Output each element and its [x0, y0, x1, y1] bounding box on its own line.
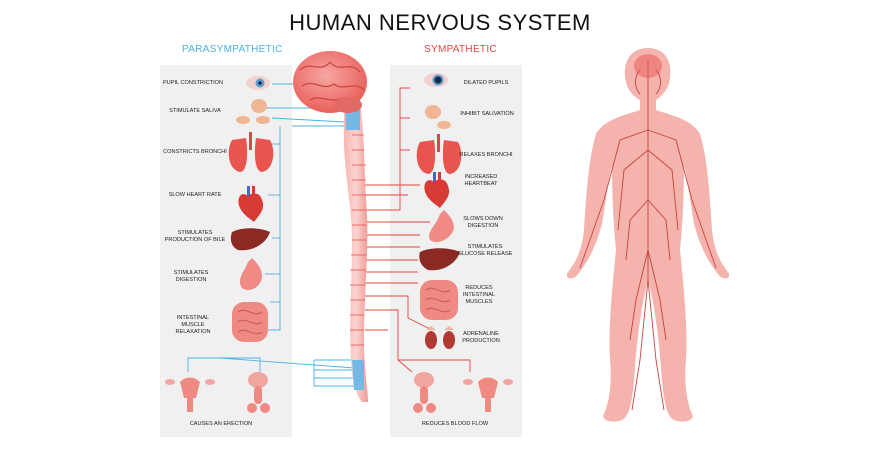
liver-icon-right [419, 248, 460, 271]
heart-icon-right [424, 172, 450, 208]
male-reproductive-icon-left [247, 372, 270, 413]
female-reproductive-icon-left [165, 377, 215, 412]
symp-label-slows-digestion: SLOWS DOWN DIGESTION [463, 216, 503, 229]
intestines-icon-left [232, 302, 268, 342]
parasympathetic-nerve-lines [187, 83, 356, 387]
spinal-cord [343, 102, 368, 402]
male-reproductive-icon-right [413, 372, 436, 413]
salivary-gland-icon-left [236, 99, 270, 124]
symp-label-relaxes-bronchi: RELAXES BRONCHI [459, 152, 513, 158]
para-label-causes-erection: CAUSES AN ERECTION [189, 421, 253, 427]
para-label-slow-heart-rate: SLOW HEART RATE [168, 192, 222, 198]
sympathetic-heading: SYMPATHETIC [424, 44, 497, 55]
liver-icon-left [230, 228, 270, 251]
para-label-stimulate-saliva: STIMULATE SALIVA [169, 108, 221, 114]
parasympathetic-panel [160, 65, 292, 437]
symp-label-glucose-release: STIMULATES GLUCOSE RELEASE [457, 244, 513, 257]
human-body-figure [566, 48, 730, 422]
lungs-icon-left [228, 132, 274, 172]
brain-icon [293, 51, 367, 113]
sympathetic-nerve-lines [365, 87, 471, 373]
heart-icon-left [238, 186, 264, 222]
intestines-icon-right [420, 280, 458, 320]
symp-label-adrenaline-production: ADRENALINE PRODUCTION [462, 331, 500, 344]
eye-icon-right [424, 73, 448, 87]
para-label-production-of-bile: STIMULATES PRODUCTION OF BILE [164, 230, 226, 243]
symp-label-reduces-intestinal: REDUCES INTESTINAL MUSCLES [462, 285, 496, 305]
adrenal-kidney-icon-right [425, 326, 455, 349]
symp-label-inhibit-salivation: INHIBIT SALIVATION [460, 111, 514, 117]
lungs-icon-right [416, 134, 462, 174]
para-label-constricts-bronchi: CONSTRICTS BRONCHI [163, 149, 227, 155]
stomach-icon-left [239, 258, 262, 291]
salivary-gland-icon-right [425, 105, 451, 129]
symp-label-reduces-blood-flow: REDUCES BLOOD FLOW [421, 421, 489, 427]
parasympathetic-heading: PARASYMPATHETIC [182, 44, 283, 55]
eye-icon-left [246, 76, 270, 90]
para-label-stimulates-digestion: STIMULATES DIGESTION [173, 270, 209, 283]
symp-label-dilated-pupils: DILATED PUPILS [463, 80, 509, 86]
para-label-intestinal-relaxation: INTESTINAL MUSCLE RELAXATION [175, 315, 211, 335]
stomach-icon-right [429, 210, 454, 243]
symp-label-increased-heartbeat: INCREASED HEARTBEAT [464, 174, 498, 187]
page-title: HUMAN NERVOUS SYSTEM [289, 10, 591, 35]
para-label-pupil-constriction: PUPIL CONSTRICTION [162, 80, 224, 86]
female-reproductive-icon-right [463, 377, 513, 412]
